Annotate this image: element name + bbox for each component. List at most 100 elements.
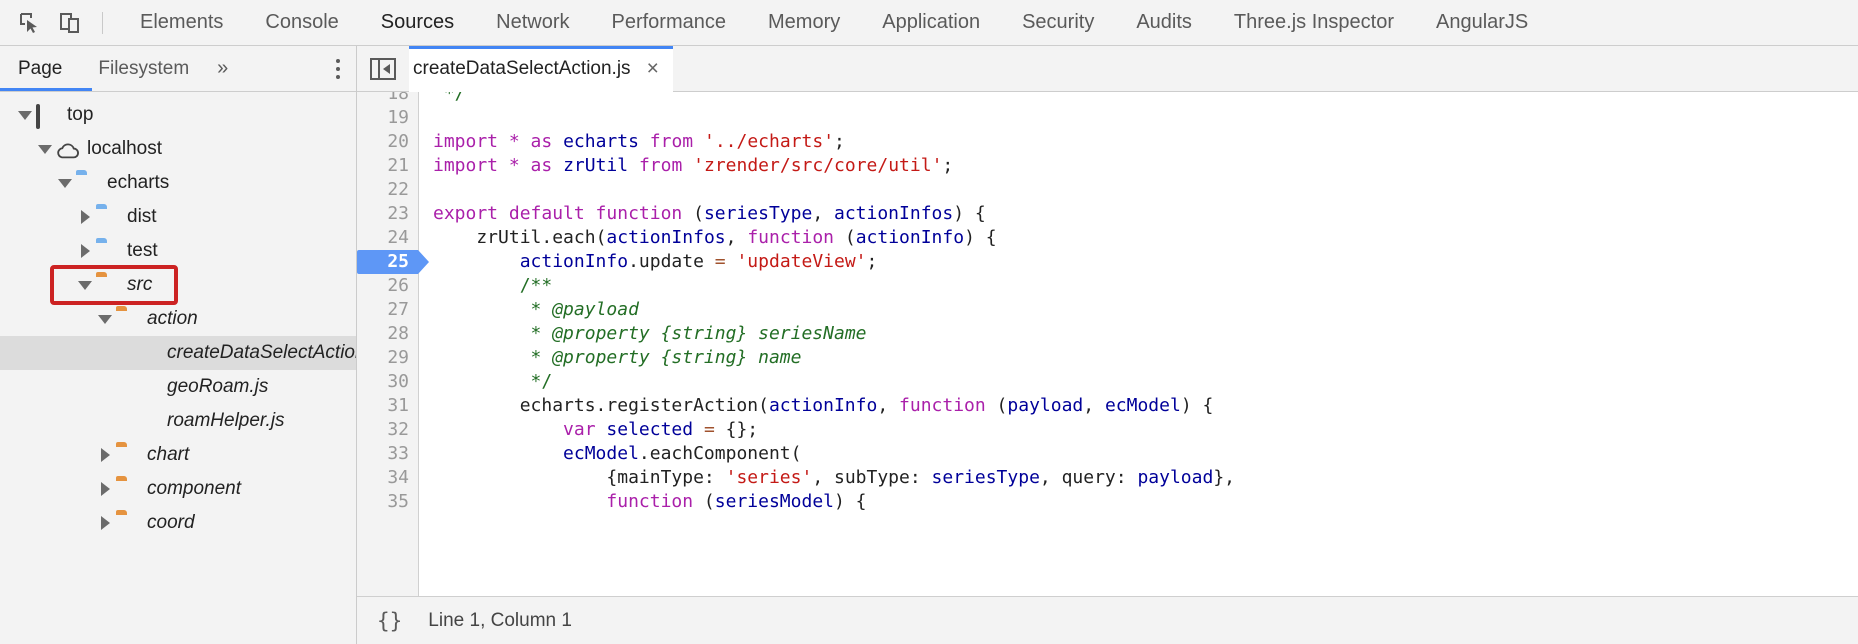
tab-memory[interactable]: Memory: [768, 11, 841, 33]
kebab-menu-icon[interactable]: [336, 58, 340, 79]
tree-item-roamhelper-js[interactable]: roamHelper.js: [0, 404, 356, 438]
tree-item-dist[interactable]: dist: [0, 200, 356, 234]
tree-item-test[interactable]: test: [0, 234, 356, 268]
chevron-down-icon[interactable]: [74, 280, 96, 290]
folder-icon: [96, 207, 118, 227]
tree-item-label: component: [147, 478, 242, 499]
line-number-18[interactable]: 18: [387, 92, 409, 104]
code-line-27: * @payload: [433, 299, 639, 320]
tree-item-component[interactable]: component: [0, 472, 356, 506]
chevron-down-icon[interactable]: [54, 178, 76, 188]
line-number-35[interactable]: 35: [387, 491, 409, 512]
navigator-tabbar: Page Filesystem »: [0, 46, 356, 92]
tree-item-label: coord: [147, 512, 195, 533]
code-line-29: * @property {string} name: [433, 347, 802, 368]
line-number-26[interactable]: 26: [387, 275, 409, 296]
line-number-29[interactable]: 29: [387, 347, 409, 368]
pretty-print-icon[interactable]: {}: [377, 608, 403, 633]
line-number-28[interactable]: 28: [387, 323, 409, 344]
tree-item-label: dist: [127, 206, 157, 227]
line-number-25[interactable]: 25: [357, 250, 429, 274]
tree-item-coord[interactable]: coord: [0, 506, 356, 540]
tree-item-label: geoRoam.js: [167, 376, 269, 397]
file-icon: [136, 343, 158, 363]
editor-tab-label: createDataSelectAction.js: [413, 57, 631, 79]
code-line-35: function (seriesModel) {: [606, 491, 867, 512]
line-number-34[interactable]: 34: [387, 467, 409, 488]
tab-angularjs[interactable]: AngularJS: [1436, 11, 1529, 33]
cursor-position-label: Line 1, Column 1: [428, 609, 572, 631]
tree-item-src[interactable]: src: [0, 268, 356, 302]
tree-item-georoam-js[interactable]: geoRoam.js: [0, 370, 356, 404]
line-number-33[interactable]: 33: [387, 443, 409, 464]
tab-threejs-inspector[interactable]: Three.js Inspector: [1233, 11, 1394, 33]
show-navigator-icon[interactable]: [357, 57, 409, 80]
tree-item-label: top: [67, 104, 94, 125]
editor-statusbar: {} Line 1, Column 1: [357, 596, 1858, 644]
chevron-right-icon[interactable]: [74, 244, 96, 258]
navigator-more-tabs-icon[interactable]: »: [217, 57, 228, 79]
code-content[interactable]: */ import * as echarts from '../echarts'…: [419, 92, 1858, 596]
folder-authored-icon: [96, 275, 118, 295]
tree-item-action[interactable]: action: [0, 302, 356, 336]
code-line-20: import * as echarts from '../echarts';: [433, 131, 845, 152]
tab-security[interactable]: Security: [1022, 11, 1095, 33]
line-number-32[interactable]: 32: [387, 419, 409, 440]
line-number-19[interactable]: 19: [387, 107, 409, 128]
close-icon[interactable]: ×: [646, 57, 659, 80]
main-toolbar: Elements Console Sources Network Perform…: [0, 0, 1858, 46]
folder-icon: [96, 241, 118, 261]
tree-item-echarts[interactable]: echarts: [0, 166, 356, 200]
chevron-right-icon[interactable]: [94, 482, 116, 496]
folder-authored-icon: [116, 479, 138, 499]
code-line-34: {mainType: 'series', subType: seriesType…: [433, 467, 1235, 488]
toolbar-divider: [102, 11, 103, 34]
device-toolbar-icon[interactable]: [50, 4, 90, 42]
folder-authored-icon: [116, 513, 138, 533]
tab-network[interactable]: Network: [496, 11, 570, 33]
tab-performance[interactable]: Performance: [611, 11, 727, 33]
chevron-down-icon[interactable]: [94, 314, 116, 324]
navigator-tab-filesystem[interactable]: Filesystem: [98, 57, 190, 79]
code-line-31: echarts.registerAction(actionInfo, funct…: [433, 395, 1214, 416]
code-line-32: var selected = {};: [563, 419, 759, 440]
code-line-19: [433, 106, 1858, 130]
tree-item-label: roamHelper.js: [167, 410, 285, 431]
tree-item-createdataselectaction-js[interactable]: createDataSelectAction.js: [0, 336, 356, 370]
tab-application[interactable]: Application: [882, 11, 981, 33]
code-line-21: import * as zrUtil from 'zrender/src/cor…: [433, 155, 954, 176]
tab-sources[interactable]: Sources: [380, 11, 455, 33]
chevron-down-icon[interactable]: [14, 110, 36, 120]
code-line-18: */: [433, 92, 466, 104]
tree-item-localhost[interactable]: localhost: [0, 132, 356, 166]
chevron-right-icon[interactable]: [94, 516, 116, 530]
file-icon: [136, 411, 158, 431]
tree-item-top[interactable]: top: [0, 98, 356, 132]
tab-console[interactable]: Console: [265, 11, 339, 33]
line-number-20[interactable]: 20: [387, 131, 409, 152]
chevron-right-icon[interactable]: [74, 210, 96, 224]
tree-item-chart[interactable]: chart: [0, 438, 356, 472]
tab-elements[interactable]: Elements: [140, 11, 224, 33]
inspect-element-icon[interactable]: [10, 4, 50, 42]
navigator-tab-page[interactable]: Page: [0, 46, 80, 91]
frame-icon: [36, 104, 58, 129]
editor-tab-createdataselectaction[interactable]: createDataSelectAction.js ×: [409, 45, 673, 92]
folder-authored-icon: [116, 309, 138, 329]
chevron-down-icon[interactable]: [34, 144, 56, 154]
line-number-27[interactable]: 27: [387, 299, 409, 320]
line-number-24[interactable]: 24: [387, 227, 409, 248]
line-number-22[interactable]: 22: [387, 179, 409, 200]
code-line-33: ecModel.eachComponent(: [563, 443, 802, 464]
tree-item-label: src: [127, 274, 153, 295]
chevron-right-icon[interactable]: [94, 448, 116, 462]
tab-audits[interactable]: Audits: [1136, 11, 1192, 33]
line-number-30[interactable]: 30: [387, 371, 409, 392]
line-number-21[interactable]: 21: [387, 155, 409, 176]
line-number-23[interactable]: 23: [387, 203, 409, 224]
line-number-31[interactable]: 31: [387, 395, 409, 416]
